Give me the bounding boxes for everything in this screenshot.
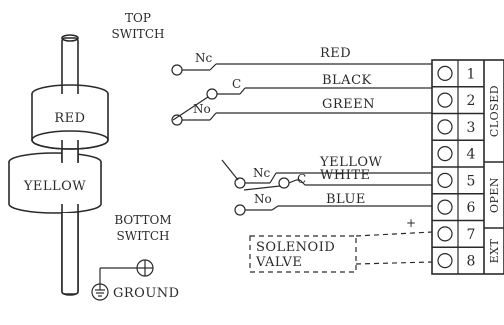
- terminal-screw-icon: [437, 146, 453, 162]
- top-no-label: No: [193, 102, 211, 116]
- top-switch-wiring: [171, 63, 432, 126]
- float-switch-assembly: RED YELLOW: [8, 34, 109, 296]
- bottom-switch-title-line2: SWITCH: [117, 229, 170, 243]
- terminal-number: 7: [467, 227, 476, 243]
- top-switch-title-line1: TOP: [125, 11, 151, 25]
- top-switch-lever: [172, 96, 209, 121]
- red-float-label: RED: [54, 111, 85, 126]
- bottom-nc-label: Nc: [253, 166, 271, 180]
- bottom-c-label: C: [297, 172, 306, 186]
- terminal-number: 6: [467, 200, 476, 216]
- group-open-label: OPEN: [488, 177, 501, 213]
- red-float: RED: [31, 84, 109, 150]
- wire-label-red: RED: [320, 46, 351, 61]
- group-closed-label: CLOSED: [488, 85, 501, 137]
- terminal-screw-icon: [437, 253, 453, 269]
- yellow-float: YELLOW: [8, 152, 102, 214]
- bottom-nc-lead: [221, 159, 239, 181]
- top-switch-title-line2: SWITCH: [112, 27, 165, 41]
- yellow-float-label: YELLOW: [23, 179, 86, 194]
- solenoid-valve: [249, 231, 433, 273]
- terminal-screw-icon: [437, 65, 453, 81]
- bottom-switch-title-line1: BOTTOM: [114, 213, 171, 227]
- wire-label-yellow: YELLOW: [319, 155, 382, 170]
- terminal-screw-icon: [437, 226, 453, 242]
- bottom-switch-lever: [243, 185, 281, 191]
- terminal-screw-icon: [437, 92, 453, 108]
- ground-wiring: [91, 259, 154, 301]
- terminal-number: 8: [467, 254, 476, 270]
- terminal-screw-icon: [437, 199, 453, 215]
- top-c-contact: [206, 88, 218, 100]
- terminal-screw-icon: [437, 172, 453, 188]
- terminal-screw-icon: [437, 119, 453, 135]
- bottom-no-label: No: [254, 192, 272, 206]
- terminal-number: 5: [467, 173, 476, 189]
- solenoid-label-line2: VALVE: [255, 255, 302, 270]
- wire-label-green: GREEN: [322, 97, 375, 112]
- wire-label-white: WHITE: [320, 168, 371, 183]
- group-ext-label: EXT: [488, 238, 501, 263]
- top-nc-label: Nc: [195, 51, 213, 65]
- bottom-switch-wiring: [221, 159, 432, 216]
- terminal-rows: 1 2 3 4 5 6 7 8: [432, 60, 484, 274]
- terminal-number: 1: [467, 66, 476, 82]
- solenoid-plus-label: +: [406, 216, 416, 230]
- bottom-nc-contact: [234, 177, 246, 189]
- top-c-label: C: [232, 77, 241, 91]
- bottom-c-contact: [278, 177, 290, 189]
- terminal-number: 2: [467, 93, 476, 109]
- wire-label-blue: BLUE: [326, 192, 366, 207]
- wire-label-black: BLACK: [322, 73, 372, 88]
- bottom-no-contact: [234, 204, 246, 216]
- terminal-number: 3: [467, 120, 476, 136]
- solenoid-label-line1: SOLENOID: [256, 240, 335, 255]
- ground-label: GROUND: [113, 286, 180, 301]
- terminal-number: 4: [467, 147, 476, 163]
- stem-top-cap: [61, 34, 79, 42]
- top-nc-contact: [171, 64, 183, 76]
